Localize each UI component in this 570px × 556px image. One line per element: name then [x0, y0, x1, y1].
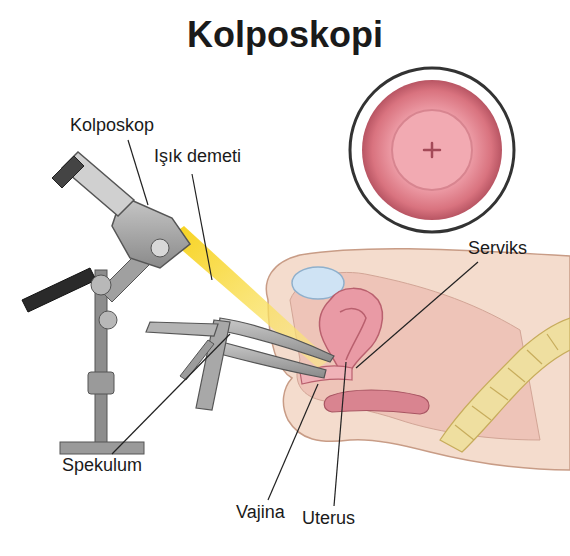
vertebra-line: [455, 425, 474, 440]
diagram-title: Kolposkopi: [0, 14, 570, 56]
knob: [151, 239, 169, 257]
stand-pole: [95, 270, 107, 445]
stand-clamp: [88, 372, 114, 394]
colposcope: [22, 152, 190, 454]
speculum-lower-blade: [220, 342, 326, 378]
part-label: Spekulum: [60, 455, 144, 476]
vertebra-line: [527, 350, 542, 364]
leader-line: [128, 140, 148, 205]
vertebra-line: [508, 368, 525, 382]
part-label: Kolposkop: [68, 115, 156, 136]
handle: [22, 268, 96, 312]
leader-line: [112, 334, 230, 454]
part-label: Serviks: [466, 238, 529, 259]
inset-frame: [350, 68, 514, 232]
vertebra-line: [547, 334, 558, 350]
uterus-cavity: [340, 309, 366, 360]
part-label: Işık demeti: [152, 146, 243, 167]
cervix-inset: [350, 68, 514, 232]
spine: [440, 318, 570, 452]
joint: [99, 311, 117, 329]
speculum-lever: [146, 322, 218, 336]
part-label: Uterus: [300, 508, 357, 529]
cervix-view: [362, 80, 502, 220]
part-label: Vajina: [234, 502, 287, 523]
base-bar: [60, 442, 144, 454]
leader-line: [268, 384, 318, 500]
leader-line: [334, 362, 346, 506]
cervix: [392, 110, 472, 190]
speculum: [146, 318, 334, 410]
vertebra-line: [472, 406, 491, 420]
cervical-os: [424, 143, 440, 157]
leader-line: [356, 262, 478, 368]
eyepiece: [52, 156, 84, 188]
vertebra-line: [490, 387, 508, 400]
joint: [91, 275, 111, 295]
leader-lines: [112, 140, 478, 506]
vertebrae: [455, 334, 558, 440]
leader-line: [192, 174, 212, 280]
rectum: [324, 390, 429, 414]
speculum-screw: [180, 340, 214, 380]
